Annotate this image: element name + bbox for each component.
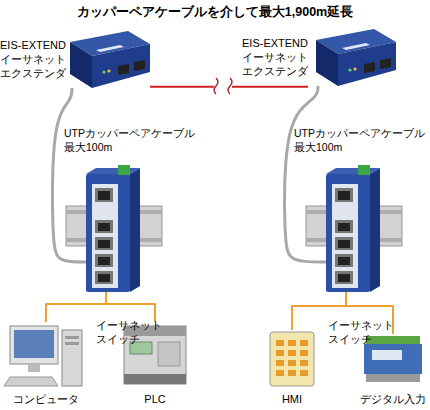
rj45-port: [95, 254, 113, 267]
cable-label: UTPカッパーペアケーブル 最大100m: [64, 126, 204, 154]
line-break-gap: [214, 76, 232, 98]
rj45-port: [98, 223, 110, 231]
switch-body: [86, 174, 130, 292]
device-label: EIS-EXTEND イーサネット エクステンダ: [242, 36, 308, 78]
device-label: EIS-EXTEND イーサネット エクステンダ: [0, 38, 66, 80]
io-body: [364, 344, 422, 374]
device-node: PLC: [122, 322, 188, 386]
din-rail-ridge: [66, 238, 162, 242]
cable-connector: [284, 86, 326, 262]
rj45-port: [95, 237, 113, 250]
device-label: HMI: [268, 392, 316, 406]
computer-icon: [4, 326, 82, 386]
io-label-plate: [372, 350, 402, 360]
extender-device: [316, 29, 396, 86]
keyboard: [4, 377, 58, 386]
extender-top: [70, 31, 150, 56]
cable-connector: [52, 88, 86, 262]
device-label: イーサネット スイッチ: [96, 318, 172, 346]
cable-connector: [106, 292, 155, 322]
extender-front: [92, 44, 150, 88]
io-module-icon: [364, 336, 422, 382]
rj45-port: [95, 271, 113, 284]
switch-side: [130, 168, 140, 292]
line-break-mark: [228, 78, 232, 94]
monitor-screen: [14, 330, 54, 358]
rj45-port: [95, 188, 113, 202]
hmi-button: [288, 360, 296, 366]
hmi-button: [288, 370, 296, 376]
drive-slot: [65, 336, 79, 339]
din-rail: [66, 206, 162, 246]
hmi-button: [300, 370, 308, 376]
rj45-port: [98, 274, 110, 282]
drive-slot: [65, 342, 79, 345]
rj45-port: [95, 220, 113, 233]
extender-side: [70, 42, 92, 88]
cable-connector: [150, 86, 308, 88]
switch-device: [66, 165, 162, 292]
hmi-button: [300, 350, 308, 356]
device-node: EIS-EXTEND イーサネット エクステンダ: [308, 28, 396, 86]
device-node: イーサネット スイッチ: [86, 168, 140, 292]
hmi-button: [288, 340, 296, 346]
din-rail-ridge: [66, 210, 162, 214]
rj45-port: [98, 257, 110, 265]
switch-panel: [92, 184, 118, 288]
extender-logo: [96, 45, 124, 52]
rj45-port: [98, 240, 110, 248]
line-break-mark: [214, 78, 218, 94]
device-node: デジタル入力: [362, 334, 424, 386]
cable-label: UTPカッパーペアケーブル 最大100m: [294, 126, 430, 154]
hmi-button: [276, 360, 284, 366]
hmi-panel: [270, 332, 314, 386]
rj45-port: [118, 64, 129, 75]
io-terminal: [366, 374, 420, 382]
plc-terminals: [124, 374, 186, 384]
plc-module: [158, 342, 180, 366]
device-label: コンピュータ: [4, 392, 88, 406]
monitor-stand: [28, 364, 40, 372]
extender-device: [70, 31, 150, 88]
switch-top: [86, 168, 140, 174]
status-led: [102, 70, 105, 73]
monitor: [10, 326, 58, 364]
pc-tower: [62, 330, 82, 386]
power-terminal: [118, 165, 130, 175]
hmi-button: [276, 370, 284, 376]
device-node: イーサネット スイッチ: [326, 168, 380, 292]
device-node: コンピュータ: [8, 322, 84, 386]
cable-connector: [46, 292, 106, 322]
io-terminal: [366, 336, 420, 344]
hmi-button: [300, 340, 308, 346]
rj45-port: [98, 191, 110, 200]
diagram-title: カッパーペアケーブルを介して最大1,900m延長: [0, 4, 430, 21]
device-node: EIS-EXTEND イーサネット エクステンダ: [62, 30, 150, 88]
rj45-port: [134, 60, 145, 71]
hmi-button: [300, 360, 308, 366]
device-label: デジタル入力: [356, 392, 430, 406]
device-label: イーサネット スイッチ: [328, 318, 404, 346]
device-label: PLC: [122, 392, 188, 406]
status-led: [107, 69, 110, 72]
hmi-button: [276, 350, 284, 356]
hmi-icon: [270, 332, 314, 386]
device-node: HMI: [268, 330, 316, 388]
hmi-button: [288, 350, 296, 356]
hmi-button: [276, 340, 284, 346]
switch-device: [306, 165, 402, 292]
